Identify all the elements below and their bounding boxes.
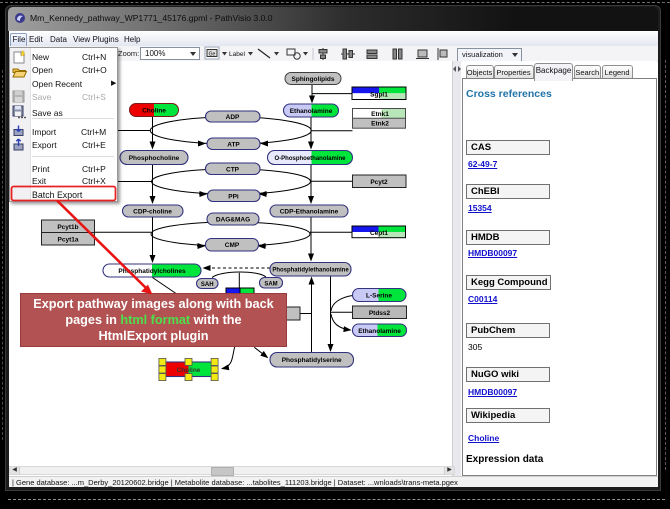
svg-text:Choline: Choline [142, 108, 166, 115]
svg-text:Pcyt2: Pcyt2 [370, 179, 388, 186]
svg-text:PPi: PPi [228, 193, 239, 200]
svg-text:Ptdss2: Ptdss2 [369, 310, 391, 317]
svg-text:L-Serine: L-Serine [366, 293, 392, 300]
svg-text:Phosphatidylserine: Phosphatidylserine [282, 357, 342, 364]
svg-text:Label: Label [229, 51, 245, 58]
svg-text:Etnk1: Etnk1 [371, 111, 389, 118]
svg-text:Choline: Choline [177, 367, 201, 374]
svg-text:Ethanolamine: Ethanolamine [290, 108, 333, 115]
svg-text:CDP-Ethanolamine: CDP-Ethanolamine [280, 209, 339, 216]
svg-text:Cept1: Cept1 [370, 230, 388, 237]
svg-text:Pcyt1b: Pcyt1b [57, 224, 78, 231]
svg-text:Sphingolipids: Sphingolipids [292, 76, 335, 83]
svg-text:CTP: CTP [226, 166, 240, 173]
svg-text:CDP-choline: CDP-choline [133, 209, 172, 216]
svg-text:Phosphatidylethanolamine: Phosphatidylethanolamine [272, 268, 349, 274]
svg-text:CMP: CMP [225, 242, 240, 249]
svg-text:Sgpl1: Sgpl1 [370, 92, 388, 99]
svg-text:Etnk2: Etnk2 [371, 121, 389, 128]
svg-text:Phosphocholine: Phosphocholine [129, 155, 180, 162]
svg-text:SAM: SAM [264, 281, 277, 287]
svg-text:ATP: ATP [227, 141, 240, 148]
svg-text:Ethanolamine: Ethanolamine [358, 328, 401, 335]
svg-text:Phosphatidylcholines: Phosphatidylcholines [118, 268, 186, 275]
svg-text:Ge: Ge [209, 52, 216, 58]
svg-text:DAG&MAG: DAG&MAG [216, 217, 250, 224]
svg-text:Pcyt1a: Pcyt1a [58, 236, 79, 243]
svg-text:ADP: ADP [226, 114, 240, 121]
svg-text:O-Phosphoethanolamine: O-Phosphoethanolamine [274, 156, 346, 162]
svg-text:SAH: SAH [201, 282, 214, 288]
